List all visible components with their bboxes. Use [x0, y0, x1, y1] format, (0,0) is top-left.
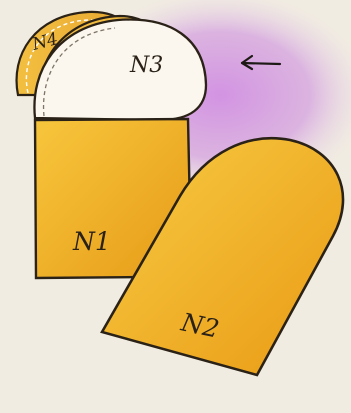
piece-1-label: N1: [72, 227, 111, 256]
piece-3-label: N3: [129, 53, 163, 78]
